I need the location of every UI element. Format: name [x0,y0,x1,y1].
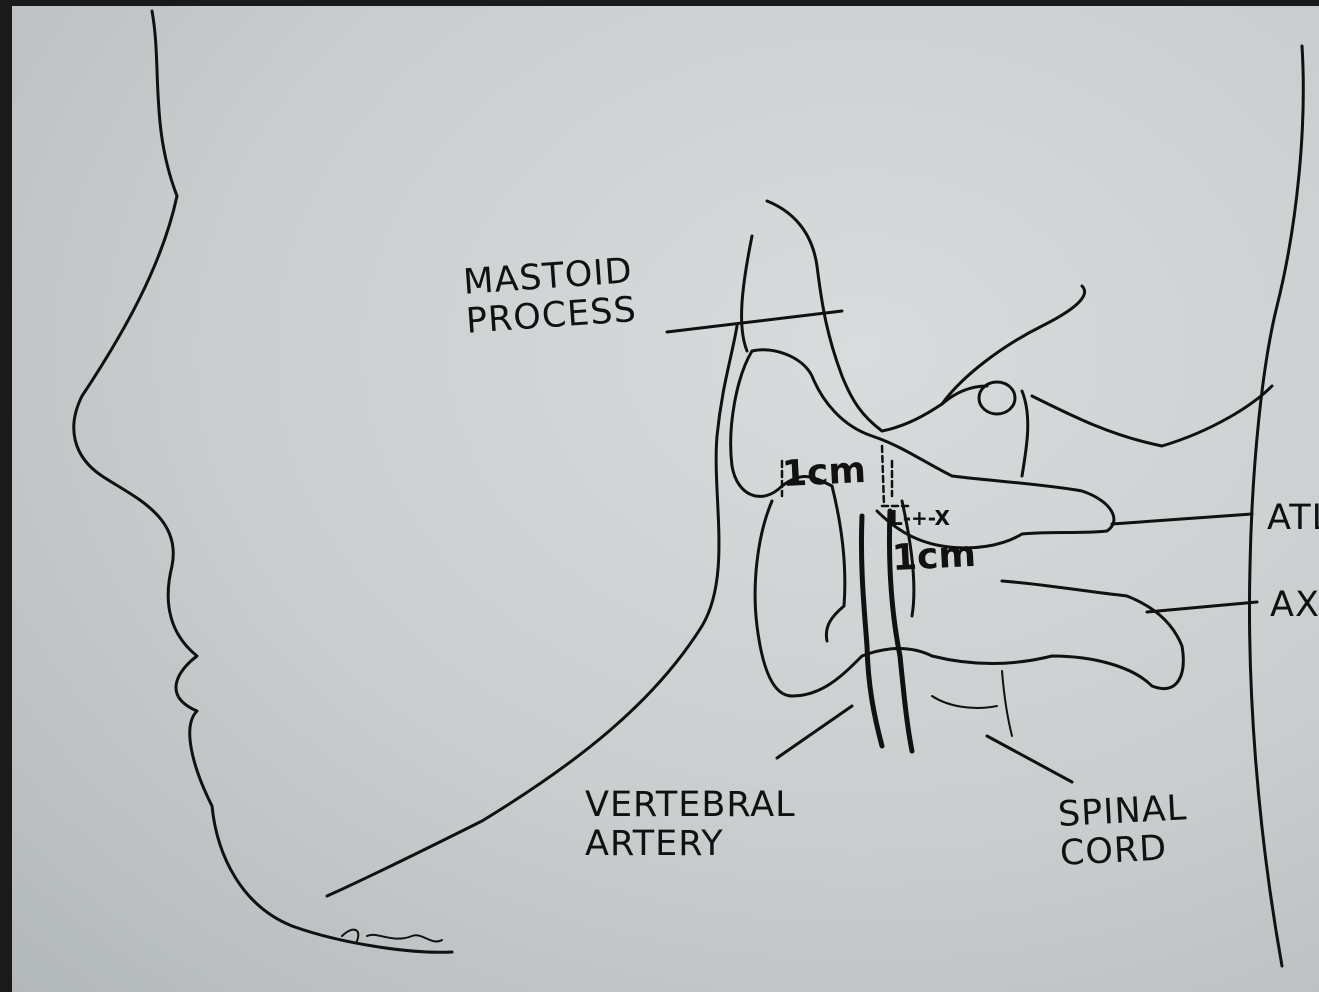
spinal-label-line2: CORD [1059,828,1190,873]
axis-vertebra-shape [755,501,1183,696]
spinal-label-line1: SPINAL [1057,789,1188,834]
skull-base-outline [942,286,1272,446]
illustration-page: MASTOID PROCESS VERTEBRAL ARTERY SPINAL … [12,6,1319,992]
face-profile-outline [74,11,452,952]
mastoid-process-label: MASTOID PROCESS [462,252,638,341]
vertebral-artery-vessel [861,516,882,746]
axis-label: AX [1270,586,1319,625]
artist-signature [342,930,442,942]
spinal-cord-leader-line [987,736,1072,782]
atlas-label: ATL [1267,499,1319,538]
measurement-bottom-label: 1cm [891,534,977,579]
vertebral-label-line1: VERTEBRAL [585,786,796,825]
spinal-cord-outline [932,671,1012,736]
measurement-top-label: 1cm [781,450,867,495]
spinal-cord-label: SPINAL CORD [1057,789,1190,873]
measurement-mark: L-+-X [890,506,950,530]
atlas-leader-line [1112,514,1252,524]
mastoid-leader-line [667,311,842,332]
mastoid-process-shape [742,201,942,431]
vertebral-artery-label: VERTEBRAL ARTERY [585,786,796,863]
vertebral-label-line2: ARTERY [585,825,796,864]
axis-leader-line [1147,602,1257,612]
vertebral-artery-leader-line [777,706,852,758]
